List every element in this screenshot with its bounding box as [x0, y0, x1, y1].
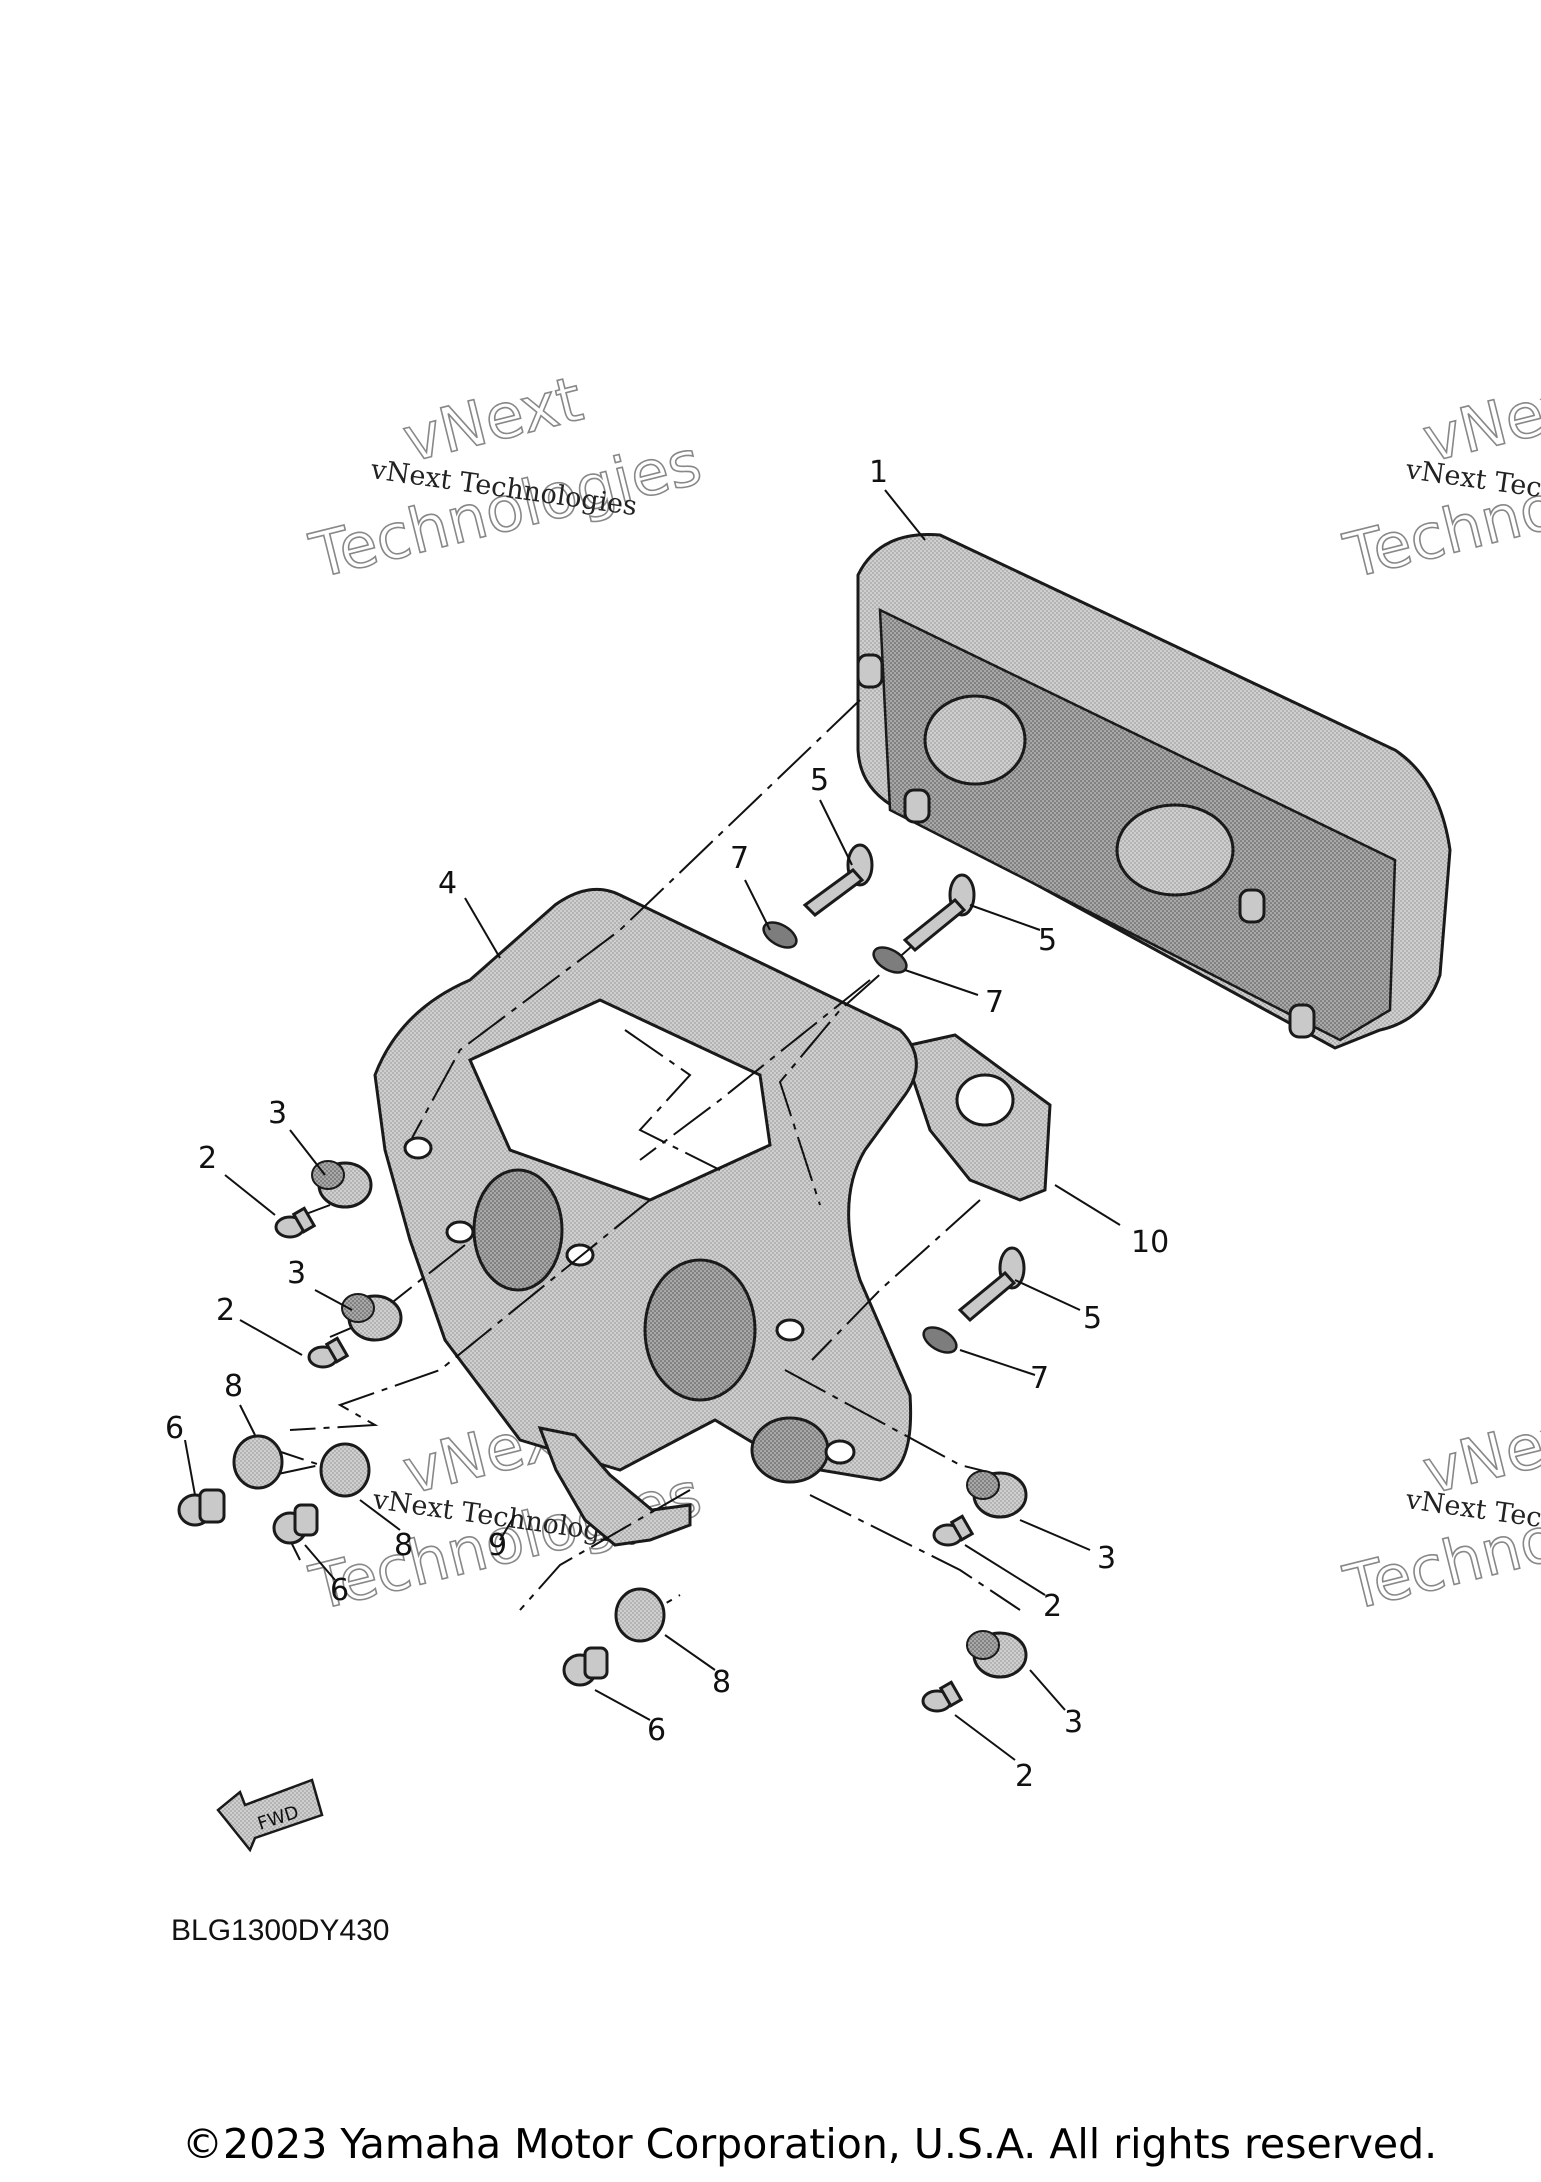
callout-5: 5 [1038, 923, 1057, 958]
callout-3: 3 [287, 1256, 306, 1291]
collar-8b [319, 1442, 371, 1498]
callout-2: 2 [216, 1293, 235, 1328]
callout-6: 6 [165, 1411, 184, 1446]
collar-8a [232, 1434, 284, 1490]
meter-mount-studs [856, 653, 1316, 1039]
callout-2: 2 [198, 1141, 217, 1176]
collar-6b [272, 1503, 319, 1545]
callout-2: 2 [1043, 1589, 1062, 1624]
screw-5c [957, 1246, 1026, 1323]
callout-6: 6 [647, 1713, 666, 1748]
screw-5a [802, 843, 874, 917]
watermark-top-left: vNext Technologies vNext Technologies [302, 361, 709, 593]
grommet-3a [311, 1160, 373, 1209]
callout-4: 4 [438, 866, 457, 901]
bolt-2d [921, 1680, 964, 1713]
callout-10: 10 [1131, 1225, 1169, 1260]
callout-8: 8 [224, 1369, 243, 1404]
fwd-arrow-icon: FWD [216, 1778, 324, 1853]
callout-7: 7 [985, 985, 1004, 1020]
callout-1: 1 [869, 455, 888, 490]
callout-3: 3 [1064, 1705, 1083, 1740]
bolt-2b [307, 1336, 350, 1369]
leader-lines [184, 489, 1121, 1761]
callout-5: 5 [1083, 1301, 1102, 1336]
callout-5: 5 [810, 763, 829, 798]
screw-5b [902, 873, 976, 953]
grommet-3b [341, 1293, 403, 1342]
washer-7a [762, 921, 798, 949]
collar-8c [614, 1587, 666, 1643]
part-10-bracket [908, 1033, 1052, 1202]
washer-7b [872, 946, 908, 974]
part-9-clip [537, 1425, 692, 1547]
callout-7: 7 [1030, 1361, 1049, 1396]
callout-9: 9 [488, 1528, 507, 1563]
bolt-2c [932, 1514, 975, 1547]
washer-7c [922, 1326, 958, 1354]
part-1-meter-assembly [856, 533, 1452, 1050]
collar-6c [562, 1646, 609, 1687]
collar-6a [177, 1488, 226, 1527]
grommet-3c [966, 1470, 1028, 1519]
callout-6: 6 [330, 1573, 349, 1608]
callout-3: 3 [268, 1096, 287, 1131]
copyright-notice: ©2023 Yamaha Motor Corporation, U.S.A. A… [182, 2120, 1438, 2168]
watermark-middle-right: vNext Technologies vNext Technologies [1336, 1393, 1541, 1625]
callout-7: 7 [730, 841, 749, 876]
diagram-code: BLG1300DY430 [171, 1914, 390, 1947]
callout-3: 3 [1097, 1541, 1116, 1576]
grommet-3d [966, 1630, 1028, 1679]
callout-2: 2 [1015, 1759, 1034, 1794]
watermark-top-right: vNext Technologies vNext Technologies [1336, 361, 1541, 593]
callout-8: 8 [394, 1528, 413, 1563]
callout-8: 8 [712, 1665, 731, 1700]
callout-numbers: 1 4 5 5 7 7 3 2 3 2 10 5 7 8 6 8 6 9 3 2… [165, 455, 1169, 1794]
part-4-meter-bracket [373, 887, 918, 1484]
fasteners [177, 843, 1028, 1713]
bolt-2a [274, 1206, 317, 1239]
